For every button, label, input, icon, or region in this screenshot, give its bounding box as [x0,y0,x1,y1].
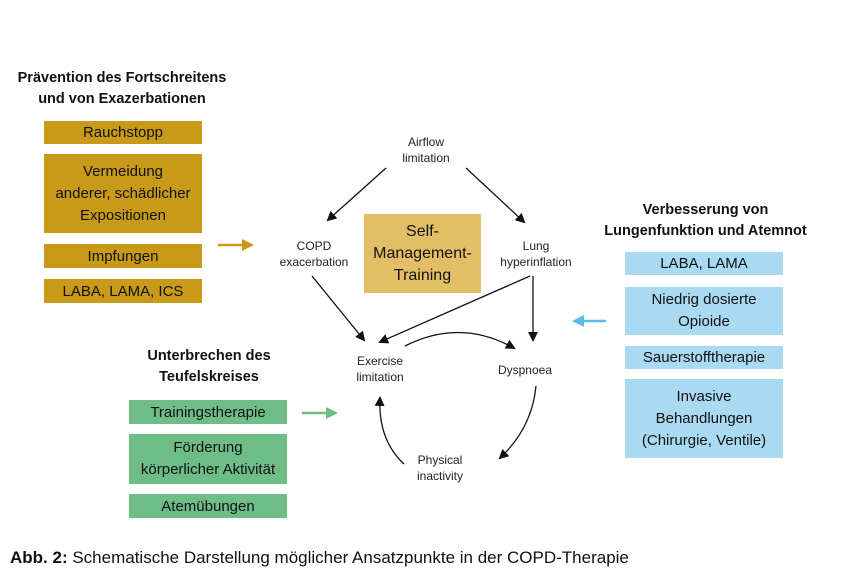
left-group-heading: Prävention des Fortschreitens und von Ex… [17,70,227,107]
right-item-invasive: Invasive Behandlungen (Chirurgie, Ventil… [625,379,783,458]
arrow-airflow-copd [326,167,387,222]
arrow-lung-exercise [378,275,531,344]
figure-caption: Abb. 2: Schematische Darstellung möglich… [10,548,629,568]
node-copd-exacerbation: COPD exacerbation [279,239,349,269]
caption-text: Schematische Darstellung möglicher Ansat… [67,548,629,567]
arrow-copd-exercise [311,275,366,342]
left-item-vermeidung: Vermeidung anderer, schädlicher Expositi… [44,154,202,233]
self-management-box: Self- Management- Training [364,214,481,293]
bottom-item-foerderung: Förderung körperlicher Aktivität [129,434,287,484]
left-item-rauchstopp: Rauchstopp [44,121,202,144]
right-group-heading: Verbesserung von Lungenfunktion und Atem… [604,202,807,239]
bottom-item-atemuebungen: Atemübungen [129,494,287,518]
arrow-airflow-lung [465,167,526,224]
caption-prefix: Abb. 2: [10,548,68,567]
arrow-physical-exercise [374,396,405,465]
left-item-impfungen: Impfungen [44,244,202,268]
node-exercise-limitation: Exercise limitation [356,354,404,384]
right-item-laba-lama: LABA, LAMA [625,252,783,275]
arrow-exercise-dyspnoea [404,331,516,349]
arrow-dyspnoea-physical [498,385,537,460]
bottom-item-trainingstherapie: Trainingstherapie [129,400,287,424]
node-physical-inactivity: Physical inactivity [416,453,463,483]
node-lung-hyperinflation: Lung hyperinflation [500,239,572,269]
right-item-opioide: Niedrig dosierte Opioide [625,287,783,335]
left-item-laba-lama-ics: LABA, LAMA, ICS [44,279,202,303]
node-airflow-limitation: Airflow limitation [402,135,450,165]
node-dyspnoea: Dyspnoea [497,363,553,377]
right-item-sauerstofftherapie: Sauerstofftherapie [625,346,783,369]
bottom-group-heading: Unterbrechen des Teufelskreises [147,348,271,385]
